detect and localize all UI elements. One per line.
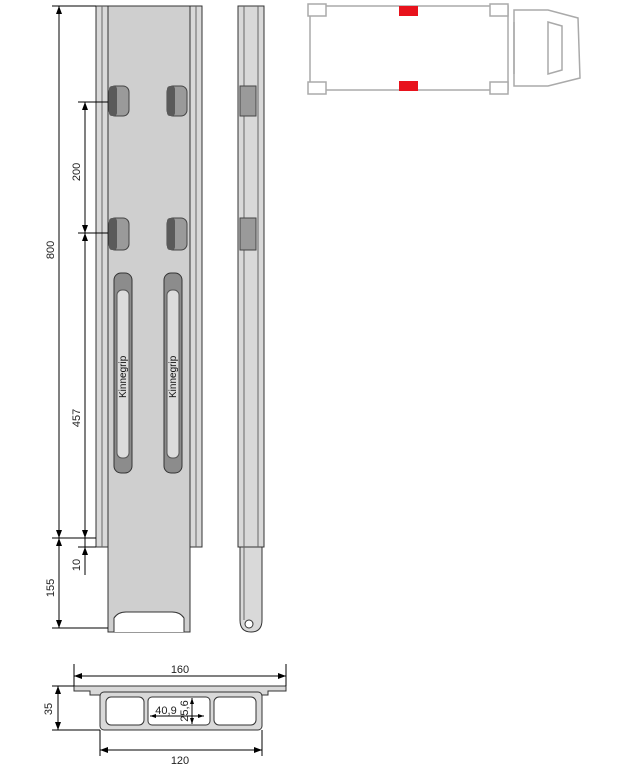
dim-gap: 10	[71, 559, 83, 571]
profile-section	[73, 685, 287, 731]
handle-right: Kinnegrip	[163, 272, 183, 474]
dimension-arrows	[56, 6, 88, 628]
dim-profile-width: 160	[171, 664, 189, 676]
profile-cavity-center	[147, 696, 211, 726]
dim-slot-spacing: 200	[71, 163, 83, 181]
dim-handle-length: 457	[71, 409, 83, 427]
slot-pair-upper	[108, 85, 188, 117]
vehicle-top-view-icon	[307, 3, 581, 95]
red-marker-icon	[399, 6, 418, 16]
dim-cavity-height: 25,6	[179, 700, 191, 721]
side-slot-lower	[239, 217, 257, 251]
dim-profile-height: 35	[43, 703, 55, 715]
handle-left: Kinnegrip	[113, 272, 133, 474]
red-marker-icon	[399, 81, 418, 91]
dim-extension: 155	[45, 579, 57, 597]
front-view: Kinnegrip Kinnegrip	[95, 5, 203, 633]
profile-dimension-arrows	[55, 673, 286, 753]
side-view-extension	[239, 546, 263, 633]
profile-cavity-left	[105, 696, 145, 726]
slot-pair-lower	[108, 217, 188, 251]
side-slot-upper	[239, 85, 257, 117]
dim-profile-inner-width: 120	[171, 755, 189, 767]
rail-end-cutout	[113, 611, 185, 632]
dim-cavity-width: 40,9	[155, 705, 176, 717]
profile-cavity-right	[213, 696, 257, 726]
side-view	[237, 5, 265, 633]
dim-total-length: 800	[45, 241, 57, 259]
dimension-lines-vertical	[52, 5, 108, 629]
handle-left-label: Kinnegrip	[118, 355, 129, 398]
handle-right-label: Kinnegrip	[168, 355, 179, 398]
side-pin-icon	[244, 619, 254, 629]
